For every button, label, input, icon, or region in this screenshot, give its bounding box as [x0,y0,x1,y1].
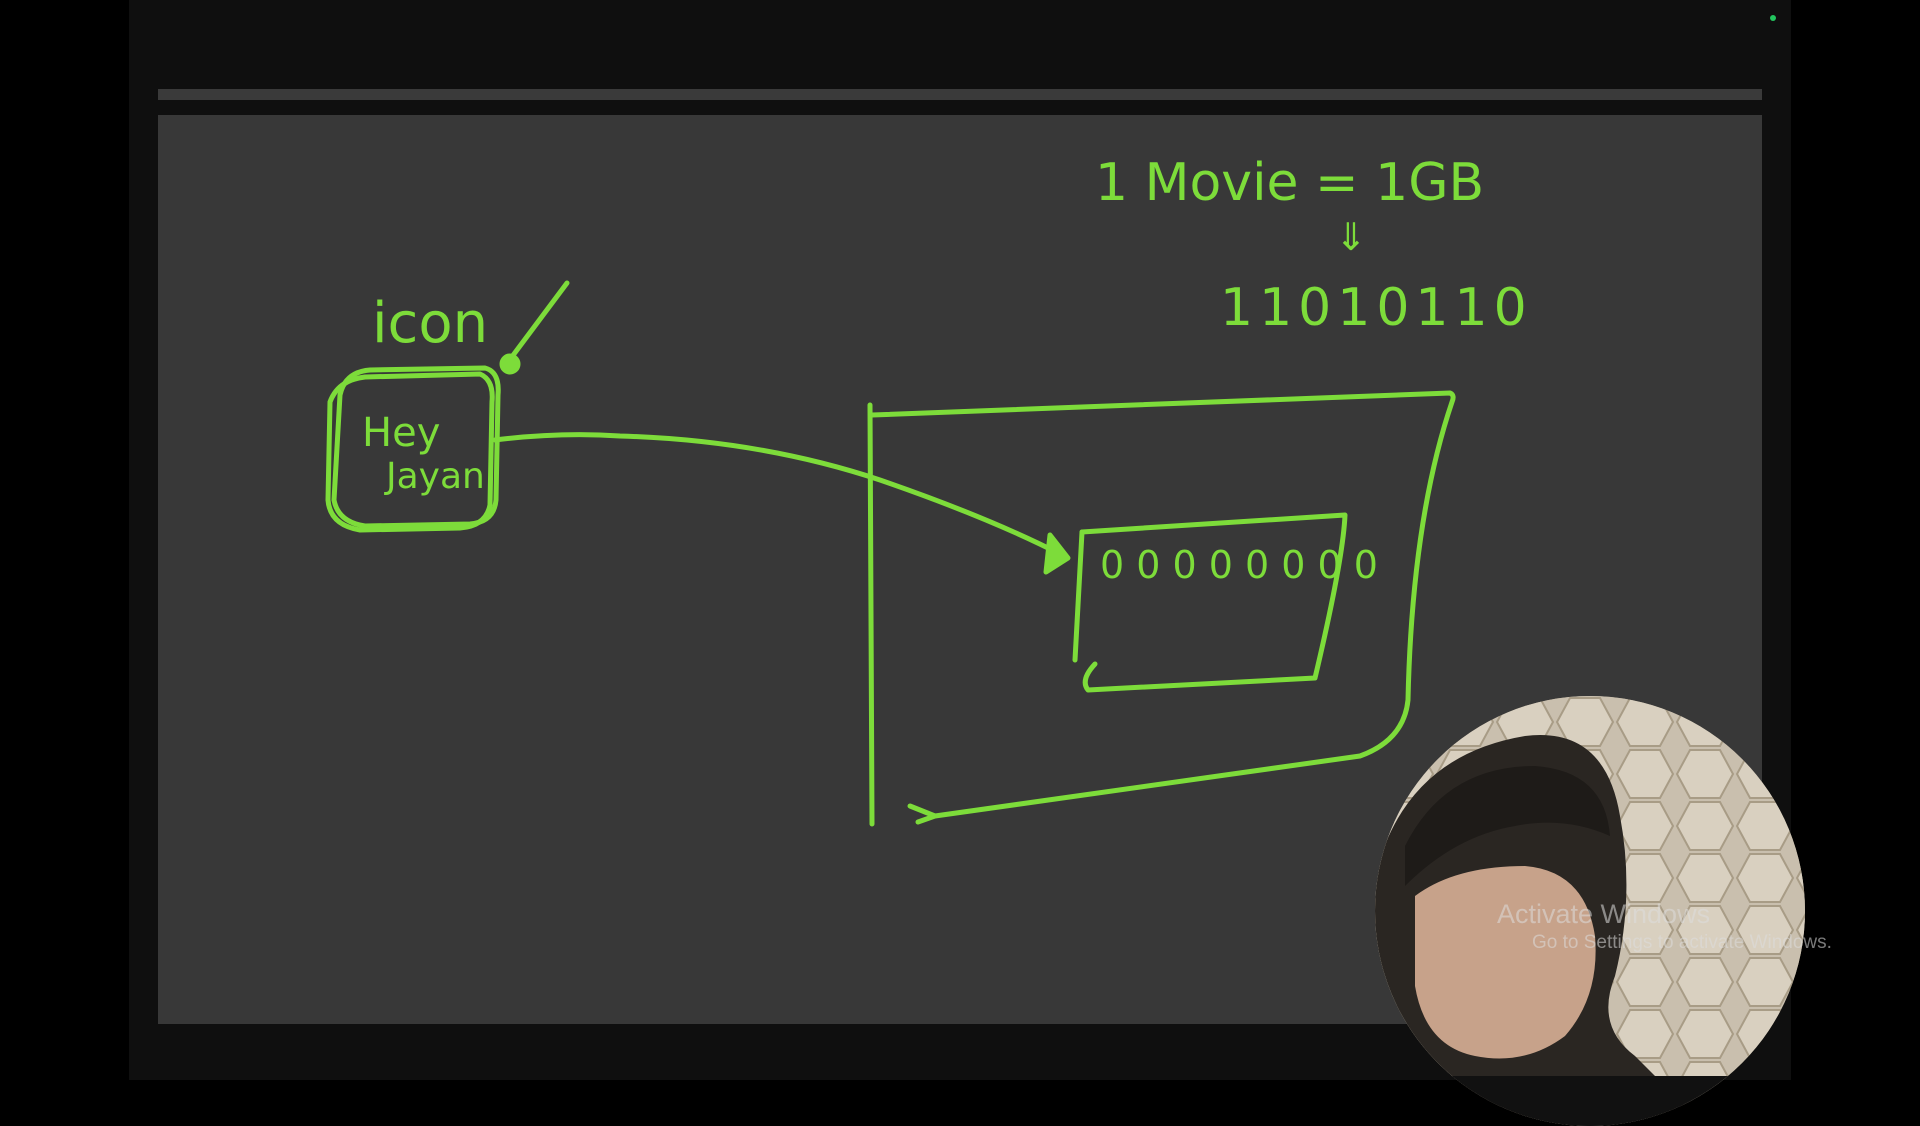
recording-indicator-icon [1770,15,1776,21]
icon-pointer-dot [499,353,521,375]
label-note-line1: Hey [362,410,440,456]
icon-pointer-line [505,280,570,365]
note-to-memory-arrow [492,432,1065,558]
storage-box-tail [907,803,938,825]
label-icon: icon [372,291,488,356]
arrow-head [1043,532,1071,575]
memory-block-left [1072,529,1085,663]
storage-box-outline [867,402,875,827]
note-box-outline-2 [325,371,495,533]
memory-block-outline [1079,512,1348,693]
presenter-video-icon [1375,696,1805,1126]
label-note-line2: Jayan [384,456,485,497]
storage-box-top [869,390,1456,819]
note-box-outline [331,365,501,529]
label-memory-bits: 0 0 0 0 0 0 0 0 [1100,543,1378,587]
toolbar-strip [158,89,1762,100]
label-arrow-down: ⇓ [1335,215,1367,259]
label-movie-size: 1 Movie = 1GB [1095,153,1484,213]
label-binary: 11010110 [1220,278,1533,338]
whiteboard-drawing: icon Hey Jayan 1 Movie = 1GB ⇓ 11010110 … [325,153,1533,827]
presenter-webcam [1375,696,1805,1126]
